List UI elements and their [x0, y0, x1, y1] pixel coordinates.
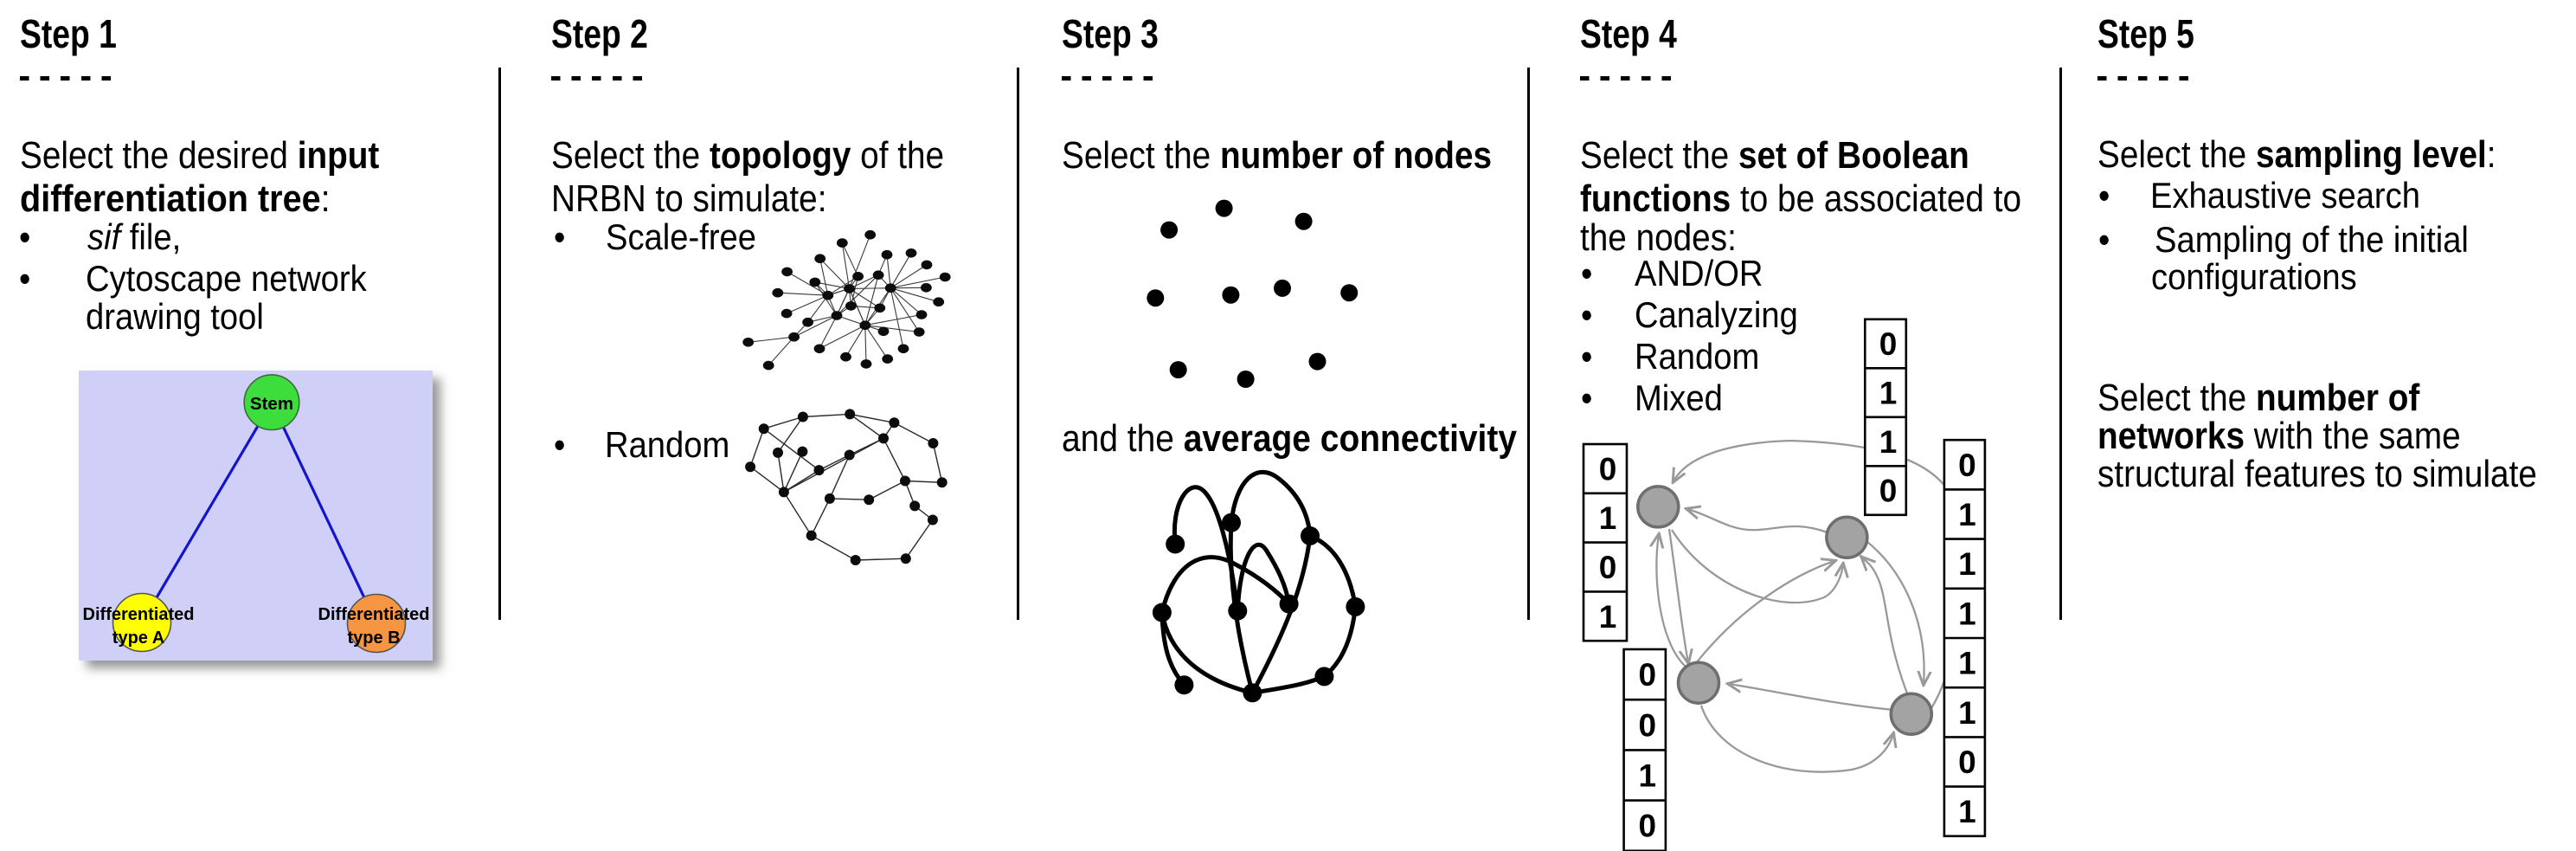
svg-text:0: 0: [1958, 448, 1976, 483]
svg-text:0: 0: [1879, 326, 1898, 362]
svg-text:1: 1: [1638, 758, 1656, 794]
svg-text:Stem: Stem: [250, 394, 293, 414]
svg-text:0: 0: [1638, 707, 1656, 743]
svg-text:1: 1: [1958, 497, 1976, 532]
svg-text:1: 1: [1599, 599, 1617, 635]
svg-text:1: 1: [1599, 500, 1617, 536]
svg-text:type A: type A: [112, 629, 164, 648]
svg-text:0: 0: [1599, 550, 1617, 585]
svg-text:1: 1: [1879, 424, 1898, 460]
svg-text:0: 0: [1599, 451, 1617, 487]
svg-text:1: 1: [1958, 596, 1976, 631]
svg-text:0: 0: [1638, 809, 1656, 844]
svg-text:1: 1: [1958, 546, 1976, 582]
svg-text:0: 0: [1638, 657, 1656, 693]
svg-text:1: 1: [1958, 695, 1976, 731]
svg-text:0: 0: [1879, 474, 1898, 509]
svg-text:type B: type B: [347, 629, 400, 648]
svg-text:Differentiated: Differentiated: [83, 605, 195, 624]
svg-text:0: 0: [1958, 745, 1976, 780]
svg-text:1: 1: [1958, 646, 1976, 681]
svg-text:Differentiated: Differentiated: [318, 605, 430, 624]
svg-text:1: 1: [1958, 794, 1976, 829]
svg-text:1: 1: [1879, 376, 1898, 411]
